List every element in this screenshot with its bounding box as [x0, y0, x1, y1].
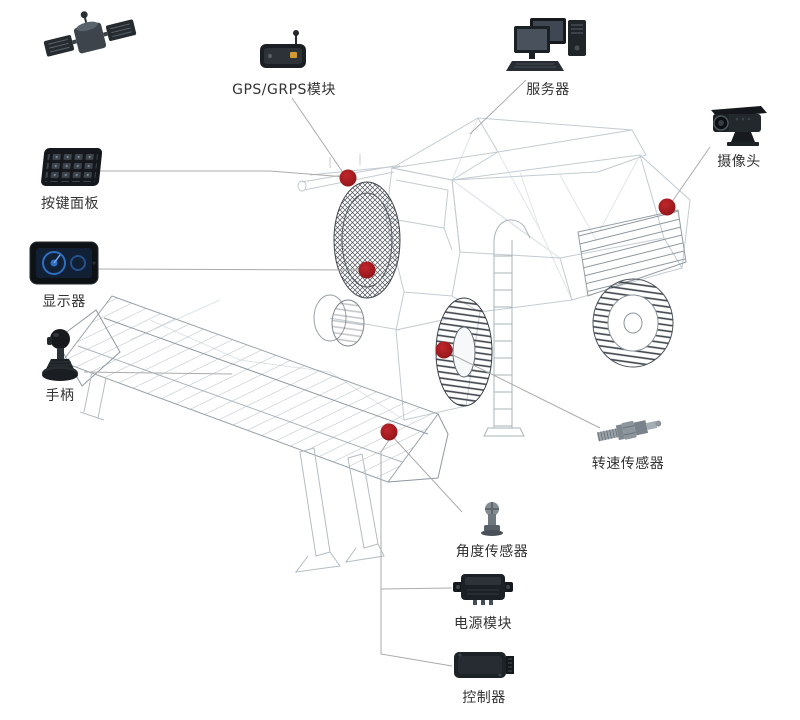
install-point-marker-cab — [339, 169, 357, 187]
camera-icon — [711, 106, 767, 146]
connector-joystick — [83, 371, 233, 375]
gps-module-label: GPS/GRPS模块 — [232, 82, 336, 98]
gps-module-node: GPS/GRPS模块 — [228, 26, 340, 99]
display-node: 显示器 — [22, 240, 106, 311]
joystick-icon — [42, 329, 78, 381]
power-module-icon — [453, 574, 513, 605]
server-node: 服务器 — [500, 14, 596, 99]
power-module-label: 电源模块 — [454, 616, 512, 632]
controller-icon — [454, 652, 514, 678]
connector-power-module — [380, 587, 453, 590]
server-label: 服务器 — [526, 82, 570, 98]
keypad-node: 按键面板 — [24, 144, 116, 213]
satellite-icon — [43, 11, 137, 57]
joystick-node: 手柄 — [28, 326, 92, 405]
connector-keypad — [96, 170, 347, 178]
keypad-label: 按键面板 — [41, 196, 99, 212]
connector-speed-sensor — [446, 351, 601, 429]
angle-sensor-node: 角度传感器 — [444, 500, 540, 561]
power-module-node: 电源模块 — [440, 566, 526, 633]
satellite-node — [40, 8, 140, 70]
camera-node: 摄像头 — [696, 102, 782, 171]
connector-gps — [291, 97, 345, 175]
server-icon — [506, 18, 586, 71]
connector-camera — [668, 146, 711, 207]
controller-node: 控制器 — [441, 646, 527, 707]
speed-sensor-icon — [596, 420, 662, 442]
joystick-label: 手柄 — [45, 388, 75, 404]
install-point-marker-wheel — [435, 341, 453, 359]
camera-label: 摄像头 — [717, 154, 761, 170]
connector-display — [91, 268, 361, 271]
keypad-icon — [41, 148, 103, 186]
display-icon — [29, 241, 99, 285]
display-label: 显示器 — [42, 294, 86, 310]
controller-label: 控制器 — [462, 690, 506, 706]
speed-sensor-label: 转速传感器 — [591, 456, 665, 472]
install-point-marker-front — [358, 261, 376, 279]
speed-sensor-node: 转速传感器 — [578, 410, 678, 473]
install-point-marker-rear — [658, 198, 676, 216]
angle-sensor-icon — [481, 502, 503, 536]
connector-angle-sensor — [391, 435, 463, 513]
install-point-marker-header — [380, 423, 398, 441]
angle-sensor-label: 角度传感器 — [455, 544, 529, 560]
connector-server — [469, 79, 527, 135]
connector-controller — [380, 439, 453, 667]
gps-module-icon — [260, 30, 306, 68]
